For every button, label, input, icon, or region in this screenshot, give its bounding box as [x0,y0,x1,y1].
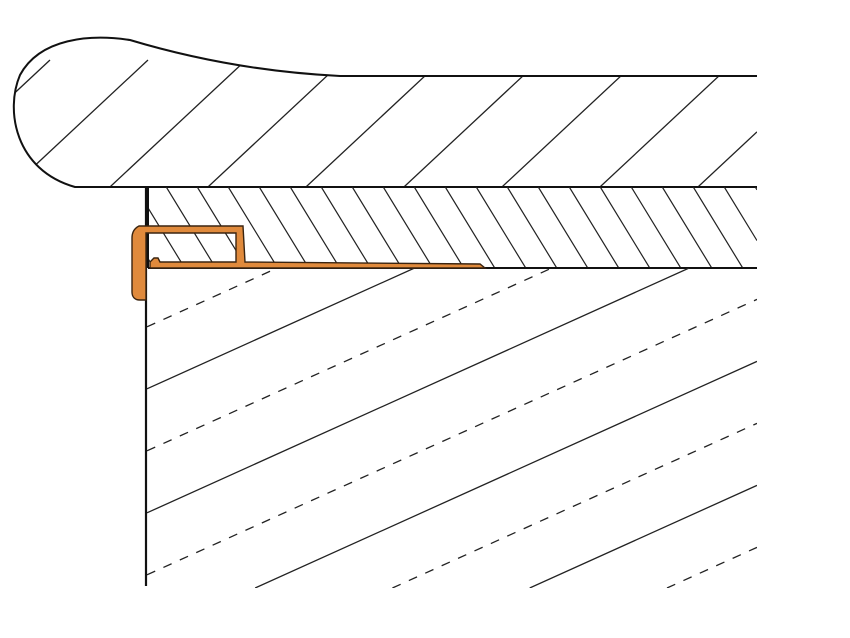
hatch-line [147,268,415,390]
hatch-line [666,546,757,588]
hatch-line [13,59,149,188]
hatch-line [351,187,403,268]
hatch-line [392,422,757,588]
hatch-line [506,187,558,268]
hatch-line [754,187,757,191]
hatch-line [147,298,757,576]
hatch-line [382,187,434,268]
countertop-slab [12,36,757,188]
hatch-line [13,59,51,98]
hatch-line [568,187,620,268]
hatch-line [413,187,465,268]
hatch-line [258,187,310,268]
hatch-line [723,187,757,241]
hatch-line [444,187,496,268]
hatch-line [320,187,372,268]
hatch-line [599,187,651,268]
hatch-line [147,268,690,514]
trim-profile-shape [131,225,487,301]
hatch-line [289,187,341,268]
hatch-line [692,187,744,268]
hatch-line [537,187,589,268]
hatch-line [147,268,278,328]
hatch-line [254,360,757,588]
hatch-line [207,59,345,188]
hatch-line [529,484,757,588]
hatch-line [501,59,639,188]
hatch-line [599,59,737,188]
countertop-outline [12,36,757,188]
hatch-line [109,59,247,188]
hatch-line [147,268,553,452]
hatch-line [630,187,682,268]
hatch-line [148,207,186,268]
hatch-line [697,131,757,188]
hatch-line [475,187,527,268]
hatch-line [661,187,713,268]
hatch-line [403,59,541,188]
hatch-line [227,187,279,268]
cabinet-body [144,187,757,588]
edge-trim-profile [131,225,487,301]
hatch-line [305,59,443,188]
